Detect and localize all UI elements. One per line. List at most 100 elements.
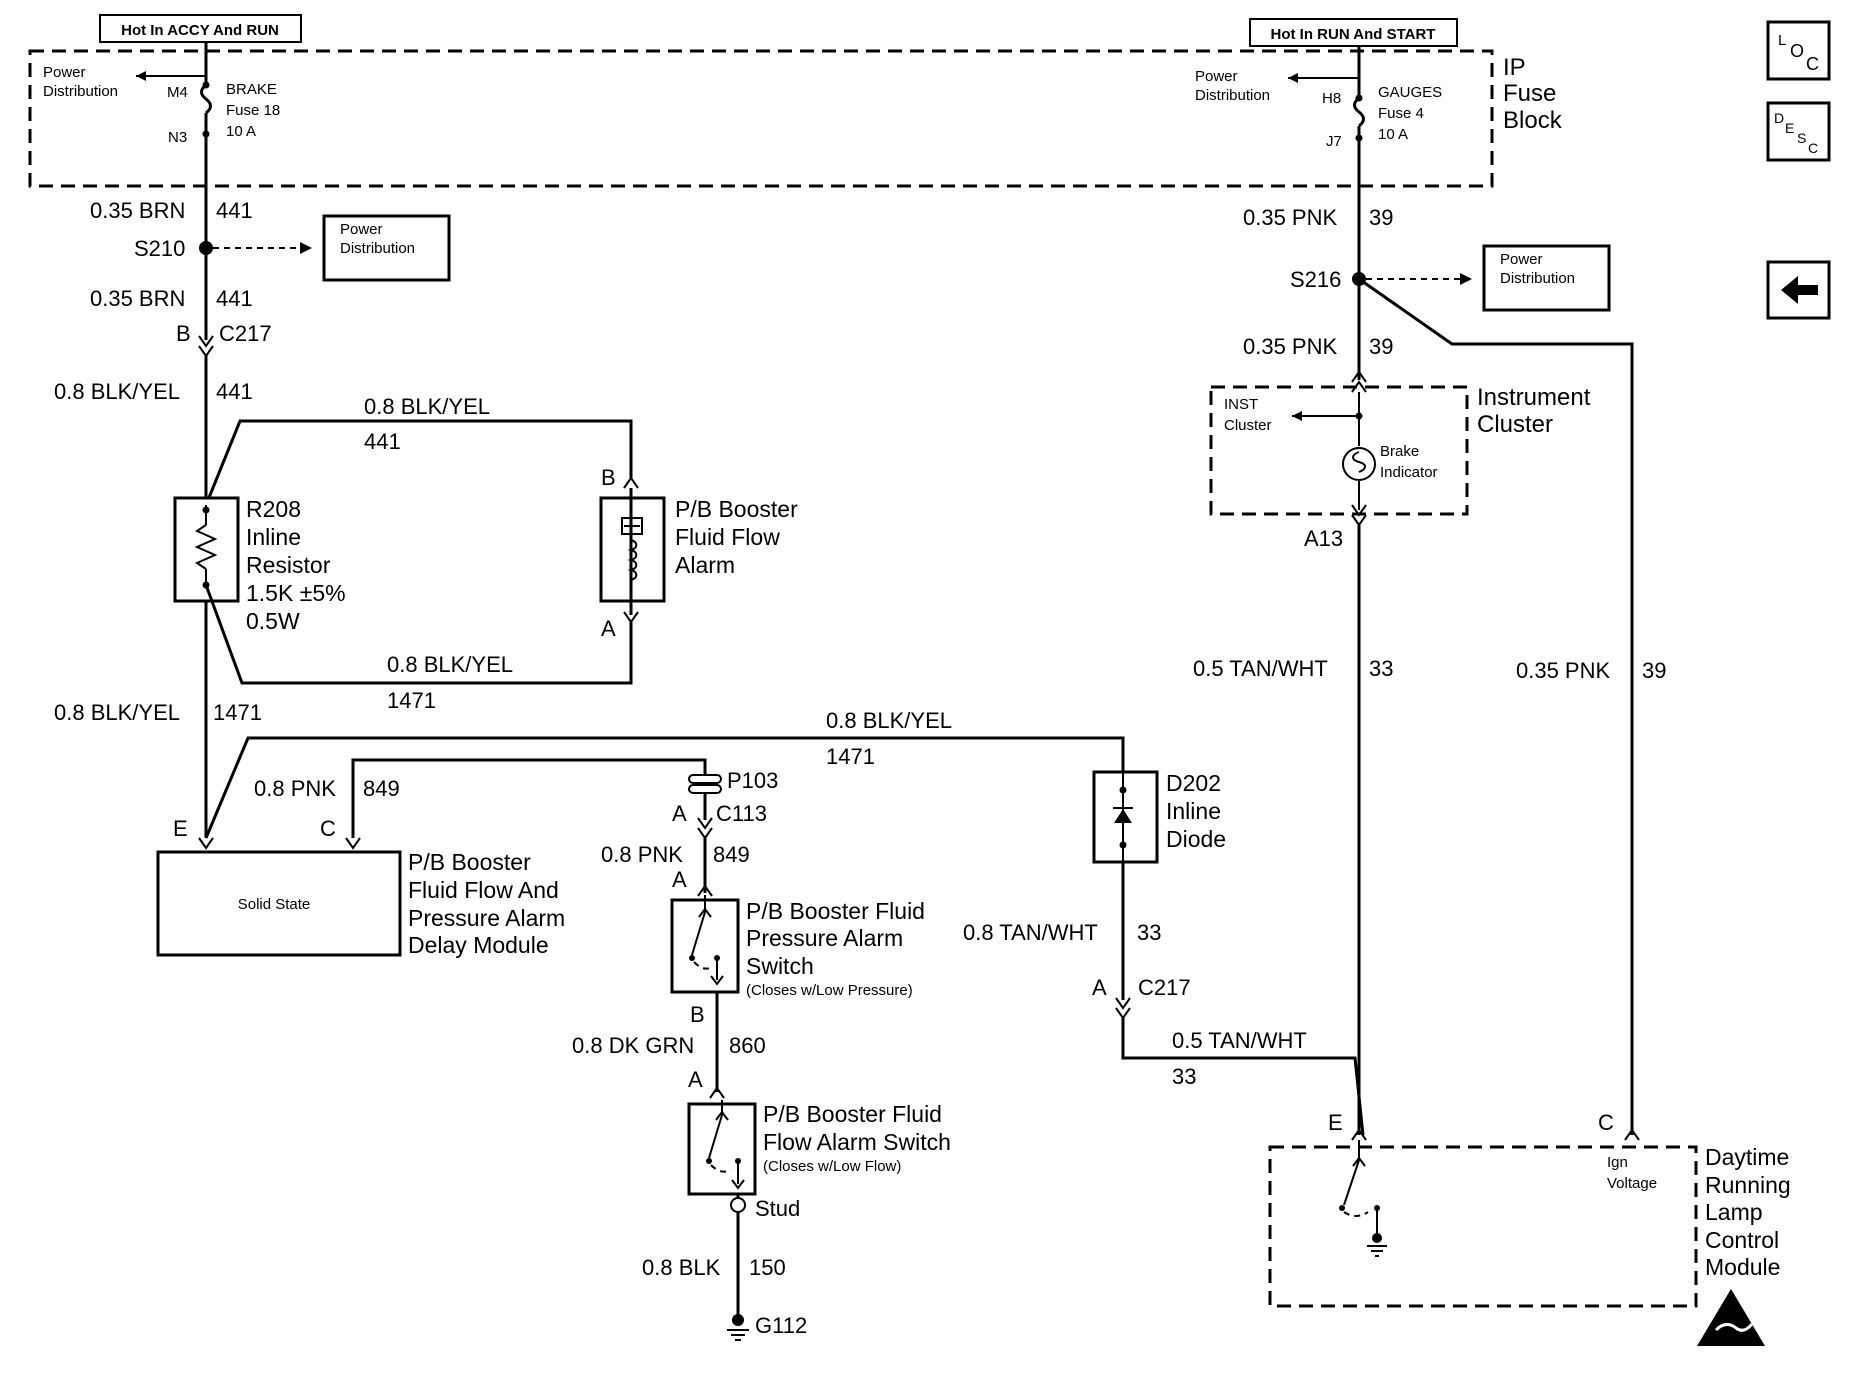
sw2-note: (Closes w/Low Flow): [763, 1158, 901, 1175]
tanwht-gauge: 0.5 TAN/WHT: [1193, 656, 1328, 681]
diode-wire-gauge: 0.8 TAN/WHT: [963, 920, 1098, 945]
esd-warning-icon: [1697, 1289, 1765, 1346]
alarm-pin-b: B: [601, 465, 616, 490]
resistor-label-4: 1.5K ±5%: [246, 580, 346, 606]
svg-text:D: D: [1774, 110, 1784, 126]
drl-ground-icon: [1367, 1233, 1387, 1257]
fuse-right-pin-bottom: J7: [1326, 133, 1342, 150]
dkgrn-num: 860: [729, 1033, 766, 1058]
module-pin-e: E: [173, 816, 188, 841]
splice-s216-label: S216: [1290, 267, 1341, 292]
resistor-label-1: R208: [246, 496, 301, 522]
top-wire-num: 441: [364, 429, 401, 454]
module-label-4: Delay Module: [408, 932, 549, 958]
diode-wire-num: 33: [1137, 920, 1161, 945]
fuse-right-rating: 10 A: [1378, 126, 1408, 143]
drl-label-2: Running: [1705, 1172, 1791, 1198]
svg-text:S: S: [1797, 130, 1806, 146]
diode-wire2-num: 33: [1172, 1064, 1196, 1089]
c217-left-label: C217: [219, 321, 272, 346]
long-wire-num: 1471: [826, 744, 875, 769]
stud-symbol: [730, 1197, 746, 1213]
pnk-2-num: 39: [1369, 334, 1393, 359]
loc-icon: L O C: [1778, 32, 1819, 74]
diode-label-3: Diode: [1166, 826, 1226, 852]
fuse-right-fuse: Fuse 4: [1378, 105, 1424, 122]
c217-right-pin: A: [1092, 975, 1107, 1000]
wire-blkyel-1-num: 441: [216, 379, 253, 404]
supply-right-label: Hot In RUN And START: [1249, 18, 1458, 47]
drl-pin-c: C: [1598, 1110, 1614, 1135]
drl-label-4: Control: [1705, 1227, 1779, 1253]
ground-g112-icon: [727, 1314, 749, 1341]
fuse-right-pd-2: Distribution: [1195, 87, 1270, 104]
blk-gauge: 0.8 BLK: [642, 1255, 721, 1280]
supply-left-label: Hot In ACCY And RUN: [99, 14, 302, 43]
resistor-label-3: Resistor: [246, 552, 331, 578]
sw1-label-1: P/B Booster Fluid: [746, 898, 925, 924]
wire-brn-1-gauge: 0.35 BRN: [90, 198, 185, 223]
pin-a13: A13: [1304, 526, 1343, 551]
cluster-title-1: Instrument: [1477, 384, 1591, 411]
sw2-label-2: Flow Alarm Switch: [763, 1129, 951, 1155]
pnk-3-num: 39: [1642, 658, 1666, 683]
inst-label-1: INST: [1224, 396, 1258, 413]
diode-circuit: D202 Inline Diode 0.8 TAN/WHT 33 A C217 …: [963, 770, 1365, 1136]
loc-button[interactable]: L O C: [1766, 20, 1831, 81]
drl-pin-e: E: [1328, 1110, 1343, 1135]
svg-text:E: E: [1785, 120, 1794, 136]
fuse-left-pd-1: Power: [43, 64, 86, 81]
resistor-label-2: Inline: [246, 524, 301, 550]
fuse-left-pin-top: M4: [167, 84, 188, 101]
blk-num: 150: [749, 1255, 786, 1280]
diode-wire2-gauge: 0.5 TAN/WHT: [1172, 1028, 1307, 1053]
pnk-3-gauge: 0.35 PNK: [1516, 658, 1610, 683]
pnk-849-gauge: 0.8 PNK: [601, 842, 683, 867]
back-button[interactable]: [1766, 260, 1831, 320]
sw2-label-1: P/B Booster Fluid: [763, 1101, 942, 1127]
pnk-wire-num: 849: [363, 776, 400, 801]
splice-s210: [199, 241, 213, 255]
fuse-left-pin-bottom: N3: [168, 129, 187, 146]
fuse-right-pd-1: Power: [1195, 68, 1238, 85]
diode-label-2: Inline: [1166, 798, 1221, 824]
fuse-brake: Power Distribution M4 N3 BRAKE Fuse 18 1…: [43, 42, 280, 146]
resistor-label-5: 0.5W: [246, 608, 300, 634]
stud-label: Stud: [755, 1196, 800, 1221]
long-wire-gauge: 0.8 BLK/YEL: [826, 708, 952, 733]
wire-blkyel-2-num: 1471: [213, 700, 262, 725]
cluster-title-2: Cluster: [1477, 411, 1553, 438]
supply-left-text: Hot In ACCY And RUN: [121, 22, 279, 39]
left-circuit: 0.35 BRN 441 S210 Power Distribution 0.3…: [54, 134, 1125, 958]
brake-label-1: Brake: [1380, 443, 1419, 460]
module-label-1: P/B Booster: [408, 849, 531, 875]
back-arrow-icon: [1781, 276, 1818, 304]
drl-label-5: Module: [1705, 1254, 1780, 1280]
p103-label: P103: [727, 768, 778, 793]
pnk-849-num: 849: [713, 842, 750, 867]
dkgrn-gauge: 0.8 DK GRN: [572, 1033, 694, 1058]
alarm-label-2: Fluid Flow: [675, 524, 780, 550]
drl-label-1: Daytime: [1705, 1144, 1789, 1170]
c113-pin: A: [672, 801, 687, 826]
diode-label-1: D202: [1166, 770, 1221, 796]
fuse-block-outline: [28, 49, 1494, 188]
middle-circuit: P103 A C113 0.8 PNK 849 A P/B Booster Fl…: [572, 768, 951, 1341]
instrument-cluster-outline: [1209, 385, 1469, 516]
sw1-note: (Closes w/Low Pressure): [746, 982, 913, 999]
desc-button[interactable]: D E S C: [1766, 101, 1831, 162]
brake-label-2: Indicator: [1380, 464, 1438, 481]
splice-s210-label: S210: [134, 236, 185, 261]
fuse-right-name: GAUGES: [1378, 84, 1442, 101]
fuse-block-title-1: IP: [1503, 54, 1526, 81]
svg-text:O: O: [1790, 41, 1804, 61]
right-circuit: 0.35 PNK 39 S216 Power Distribution 0.35…: [1193, 138, 1791, 1346]
pnk-wire-gauge: 0.8 PNK: [254, 776, 336, 801]
fuse-gauges: Power Distribution H8 J7 GAUGES Fuse 4 1…: [1195, 46, 1442, 150]
wire-brn-1-num: 441: [216, 198, 253, 223]
module-inner-label: Solid State: [238, 896, 311, 913]
bottom-wire-num: 1471: [387, 688, 436, 713]
drl-module-outline: [1268, 1145, 1698, 1308]
sw1-label-3: Switch: [746, 953, 814, 979]
